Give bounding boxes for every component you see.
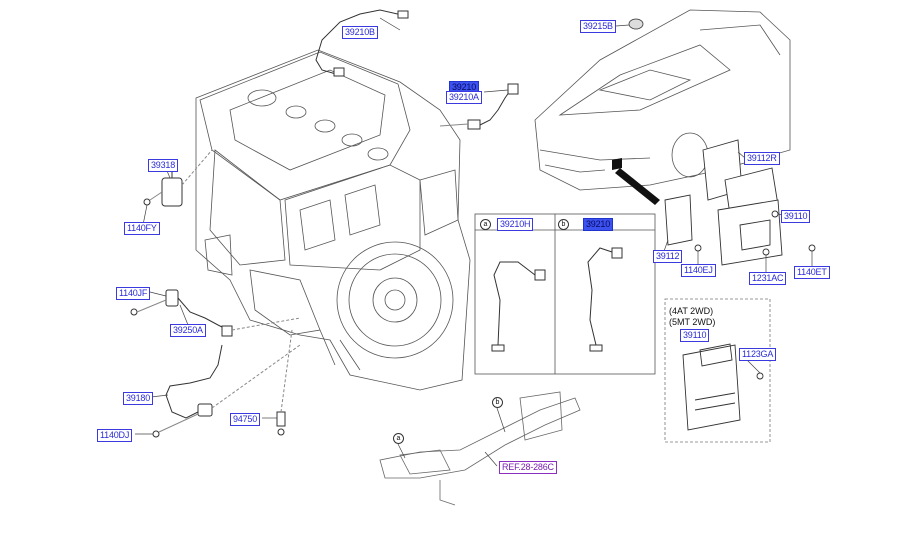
engine-block <box>195 49 471 391</box>
part-label-39210A[interactable]: 39210A <box>446 91 482 104</box>
part-label-39210-b[interactable]: 39210 <box>583 218 614 231</box>
part-label-39180[interactable]: 39180 <box>123 392 154 405</box>
part-label-39112[interactable]: 39112 <box>653 250 683 263</box>
sensor-39180 <box>152 344 301 438</box>
car-ecu-marker <box>612 158 622 170</box>
variant-note-5mt: (5MT 2WD) <box>669 317 716 327</box>
leader-lines <box>135 17 813 467</box>
callout-b: b <box>492 397 503 408</box>
callout-a-box: a <box>480 219 491 230</box>
part-label-39210H[interactable]: 39210H <box>497 218 534 231</box>
sensor-39210-b <box>587 247 623 352</box>
part-label-1231AC[interactable]: 1231AC <box>749 272 787 285</box>
car-pointer-arrow <box>615 168 660 205</box>
part-label-39110[interactable]: 39110 <box>781 210 811 223</box>
ref-label-28-286C[interactable]: REF.28-286C <box>499 461 557 474</box>
variant-box <box>664 298 771 443</box>
sensor-94750 <box>276 329 293 436</box>
part-label-1140JF[interactable]: 1140JF <box>116 287 151 300</box>
sensor-39210A <box>439 83 519 130</box>
callout-a: a <box>393 433 404 444</box>
exhaust-pipe <box>379 391 581 506</box>
part-label-94750[interactable]: 94750 <box>230 413 261 426</box>
part-label-1140EJ[interactable]: 1140EJ <box>681 264 716 277</box>
part-label-39110-variant[interactable]: 39110 <box>680 329 710 342</box>
part-label-1140DJ[interactable]: 1140DJ <box>97 429 133 442</box>
sensor-variant-box <box>474 213 656 375</box>
part-label-1123GA[interactable]: 1123GA <box>739 348 777 361</box>
part-label-39112R[interactable]: 39112R <box>744 152 780 165</box>
variant-note-4at: (4AT 2WD) <box>669 306 714 316</box>
sensor-39250A <box>130 289 301 337</box>
part-label-39215B[interactable]: 39215B <box>580 20 616 33</box>
callout-b-box: b <box>558 219 569 230</box>
sensor-39210H <box>491 261 546 352</box>
ecu-assembly <box>664 139 816 266</box>
grommet-39215B <box>628 18 644 30</box>
part-label-39250A[interactable]: 39250A <box>170 324 206 337</box>
ecu-39110-variant <box>682 343 764 431</box>
part-label-39210B[interactable]: 39210B <box>342 26 378 39</box>
part-label-1140ET[interactable]: 1140ET <box>794 266 830 279</box>
part-label-1140FY[interactable]: 1140FY <box>124 222 160 235</box>
sensor-39210B <box>315 9 409 77</box>
part-label-39318[interactable]: 39318 <box>148 159 179 172</box>
